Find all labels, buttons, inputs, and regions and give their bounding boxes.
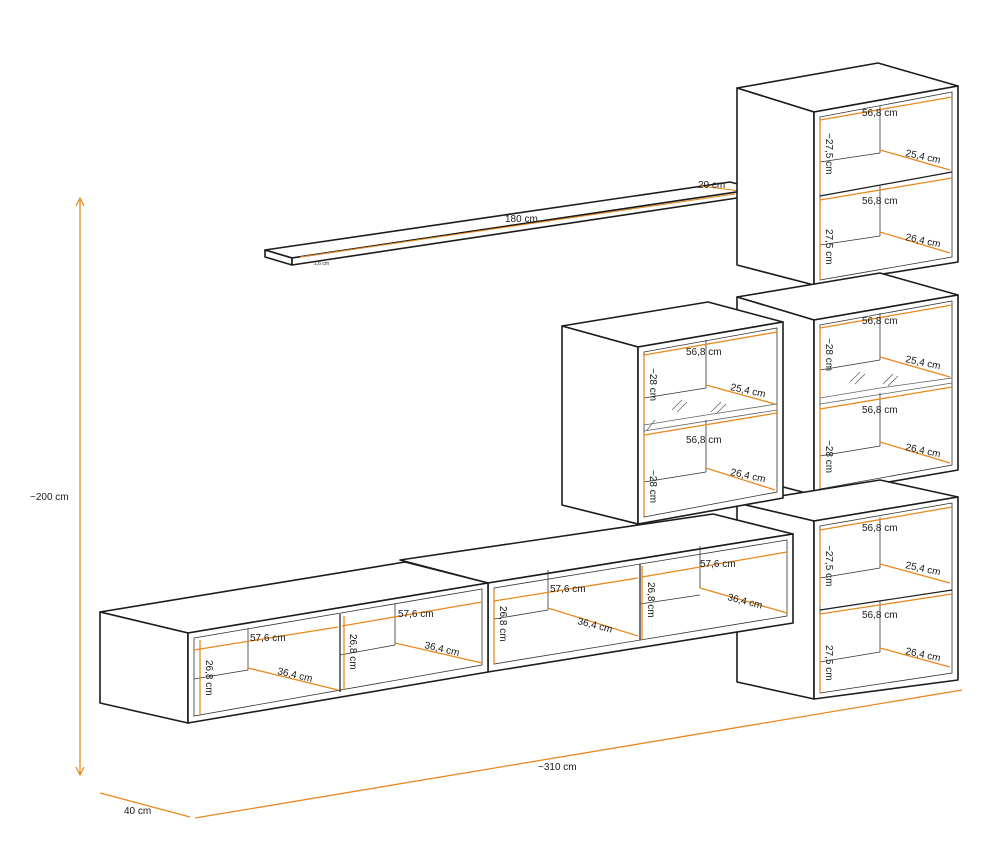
floor-cube-width-lower: 56,8 cm	[862, 610, 898, 621]
center-cube-height-upper: ~28 cm	[647, 368, 658, 401]
center-cube-height-lower: ~28 cm	[647, 470, 658, 503]
lowboard-right-width-a: 57,6 cm	[550, 584, 586, 595]
mid-cube-height-lower: ~28 cm	[823, 440, 834, 473]
lowboard-right-height-a: 26,8 cm	[497, 606, 508, 642]
wall-shelf: 180 cm 20 cm 1,6 cm	[264, 180, 758, 267]
mid-cube-width-upper: 56,8 cm	[862, 316, 898, 327]
top-cube-height-lower: 27,5 cm	[823, 229, 834, 265]
shelf-thickness-label: 1,6 cm	[314, 261, 329, 267]
overall-height-label: ~200 cm	[30, 492, 69, 503]
depth-dimension: 40 cm	[99, 792, 191, 818]
shelf-length-label: 180 cm	[505, 214, 538, 225]
lowboard-left-width-b: 57,6 cm	[398, 609, 434, 620]
top-cube-width-upper: 56,8 cm	[862, 108, 898, 119]
center-cube-width-lower: 56,8 cm	[686, 435, 722, 446]
mid-cube-width-lower: 56,8 cm	[862, 405, 898, 416]
overall-width-label: ~310 cm	[538, 762, 577, 773]
lowboard-left-height-a: 26,8 cm	[203, 660, 214, 696]
lowboard-right-width-b: 57,6 cm	[700, 559, 736, 570]
mid-cube-height-upper: ~28 cm	[823, 338, 834, 371]
lowboard-left: 57,6 cm 57,6 cm 36,4 cm 36,4 cm 26,8 cm …	[99, 561, 489, 724]
floor-cube-width-upper: 56,8 cm	[862, 523, 898, 534]
depth-label: 40 cm	[124, 806, 151, 817]
overall-height-dimension: ~200 cm	[30, 196, 85, 777]
shelf-depth-label: 20 cm	[698, 180, 725, 191]
overall-width-dimension: ~310 cm	[194, 689, 963, 819]
floor-cube-height-upper: ~27,5 cm	[823, 545, 834, 586]
lowboard-left-width-a: 57,6 cm	[250, 633, 286, 644]
lowboard-right: 57,6 cm 57,6 cm 36,4 cm 36,4 cm 26,8 cm …	[399, 513, 794, 673]
lowboard-right-height-b: 26,8 cm	[645, 582, 656, 618]
wall-cube-top: 56,8 cm 25,4 cm 56,8 cm 26,4 cm ~27,5 cm…	[736, 62, 959, 286]
center-cube-width-upper: 56,8 cm	[686, 347, 722, 358]
wall-cube-center: 56,8 cm 25,4 cm 56,8 cm 26,4 cm ~28 cm ~…	[561, 301, 784, 525]
top-cube-height-upper: ~27,5 cm	[823, 133, 834, 174]
floor-cube-height-lower: 27,5 cm	[823, 645, 834, 681]
lowboard-left-height-b: 26,8 cm	[347, 634, 358, 670]
top-cube-width-lower: 56,8 cm	[862, 196, 898, 207]
